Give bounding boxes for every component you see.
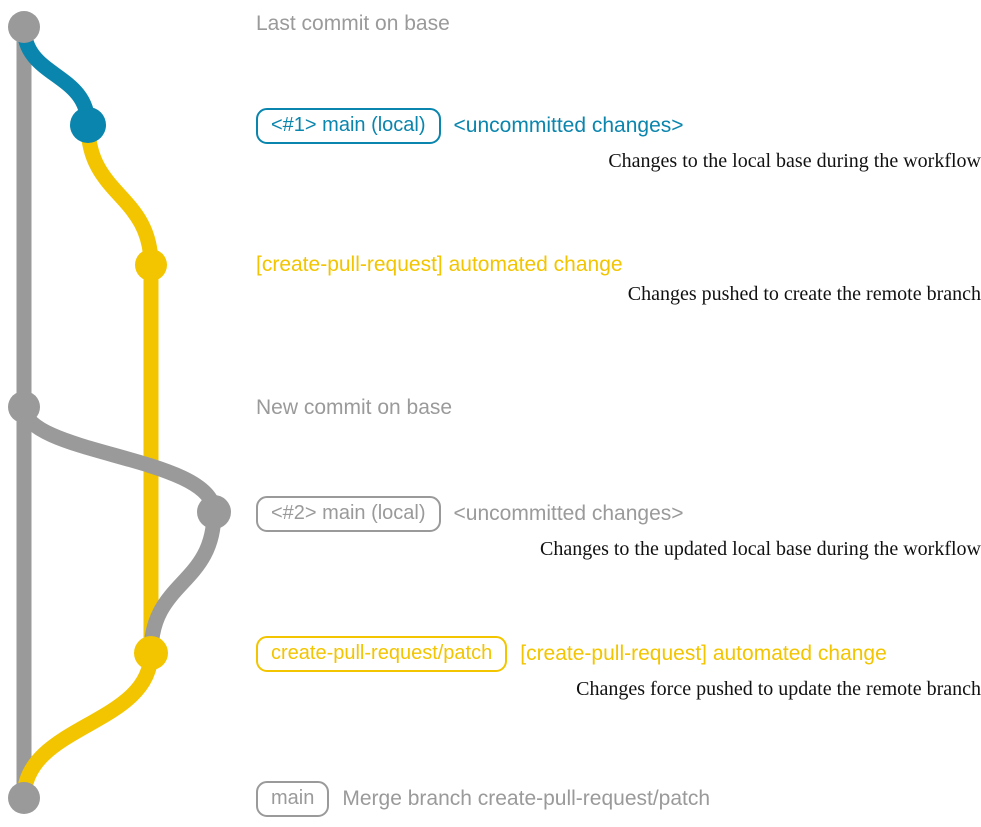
commit-node-local-1[interactable] xyxy=(70,107,106,143)
commit-subject: Last commit on base xyxy=(256,12,450,35)
commit-subject: [create-pull-request] automated change xyxy=(520,642,887,665)
commit-node-remote-2[interactable] xyxy=(134,636,168,670)
branch-tag-create-pull-request-patch[interactable]: create-pull-request/patch xyxy=(256,636,508,672)
edge-local-1-to-remote-1 xyxy=(80,117,159,273)
commit-row-merge: main Merge branch create-pull-request/pa… xyxy=(256,781,981,817)
commit-node-local-2[interactable] xyxy=(197,495,231,529)
commit-row-head: main Merge branch create-pull-request/pa… xyxy=(256,781,981,817)
commit-row-head: [create-pull-request] automated change xyxy=(256,253,981,277)
commit-subject: [create-pull-request] automated change xyxy=(256,253,623,276)
commit-row-head: create-pull-request/patch [create-pull-r… xyxy=(256,636,981,672)
commit-note: Changes to the local base during the wor… xyxy=(608,150,981,172)
commit-subject: Merge branch create-pull-request/patch xyxy=(342,787,711,810)
commit-row-remote-1: [create-pull-request] automated change C… xyxy=(256,253,981,306)
commit-node-base-last[interactable] xyxy=(8,11,40,43)
commit-subject: <uncommitted changes> xyxy=(453,502,684,525)
commit-row-head: New commit on base xyxy=(256,396,981,420)
commit-note: Changes force pushed to update the remot… xyxy=(576,678,981,700)
branch-tag-main[interactable]: main xyxy=(256,781,330,817)
commit-row-head: <#1> main (local) <uncommitted changes> xyxy=(256,108,981,144)
commit-note: Changes pushed to create the remote bran… xyxy=(627,283,981,305)
branch-tag-main-local-2[interactable]: <#2> main (local) xyxy=(256,496,441,532)
commit-row-local-2: <#2> main (local) <uncommitted changes> … xyxy=(256,496,981,561)
edge-local-2-to-remote-2 xyxy=(143,504,222,661)
commit-node-merge[interactable] xyxy=(8,782,40,814)
commit-node-remote-1[interactable] xyxy=(135,249,167,281)
branch-tag-main-local-1[interactable]: <#1> main (local) xyxy=(256,108,441,144)
commit-row-last-commit-on-base: Last commit on base xyxy=(256,12,981,36)
commit-row-new-commit-on-base: New commit on base xyxy=(256,396,981,420)
commit-row-head: Last commit on base xyxy=(256,12,981,36)
edge-base-to-local-2 xyxy=(16,399,222,520)
commit-node-base-new[interactable] xyxy=(8,391,40,423)
edge-remote-2-to-merge xyxy=(16,645,159,806)
commit-row-remote-2: create-pull-request/patch [create-pull-r… xyxy=(256,636,981,701)
commit-subject: <uncommitted changes> xyxy=(453,114,684,137)
commit-row-local-1: <#1> main (local) <uncommitted changes> … xyxy=(256,108,981,173)
commit-note: Changes to the updated local base during… xyxy=(540,538,981,560)
commit-subject: New commit on base xyxy=(256,396,453,419)
commit-row-head: <#2> main (local) <uncommitted changes> xyxy=(256,496,981,532)
